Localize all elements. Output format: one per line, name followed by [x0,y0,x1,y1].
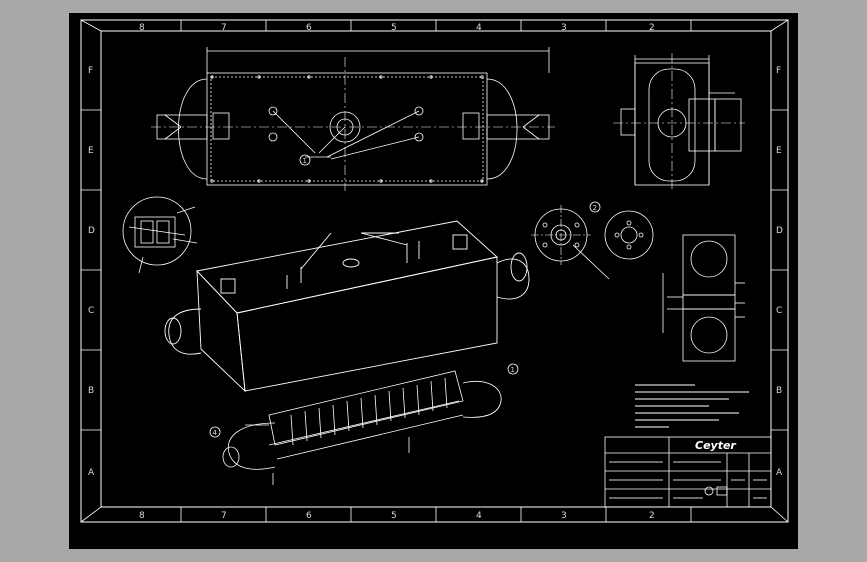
side-view [613,53,745,191]
zone-label: B [776,386,782,396]
frame-corner [770,19,789,32]
isometric-body [164,220,530,393]
zone-label: F [88,66,93,76]
right-zone-labels: F E D C B A [776,66,783,478]
zone-label: 5 [391,23,397,33]
top-zone-labels: 8 7 6 5 4 3 2 [139,23,655,33]
inner-frame [100,30,772,508]
cad-viewport[interactable]: 8 7 6 5 4 3 2 8 7 6 5 4 3 2 F E D C B A … [69,13,798,549]
frame-corner [80,506,102,523]
zone-label: A [776,468,783,478]
zone-label: E [776,146,782,156]
top-view [151,47,555,191]
zone-label: 3 [561,511,567,521]
zone-label: 5 [391,511,397,521]
left-zone-labels: F E D C B A [88,66,95,478]
zone-label: A [88,468,95,478]
zone-label: C [776,306,782,316]
technical-notes [635,384,749,428]
zone-label: B [88,386,94,396]
zone-label: D [776,226,783,236]
zone-label: 7 [221,511,227,521]
balloon-label: 1 [303,157,307,165]
detail-inset [122,196,198,274]
zone-label: 6 [306,23,312,33]
zone-label: 8 [139,511,145,521]
title-block [604,436,772,508]
balloon-marker [209,426,221,438]
zone-label: 4 [476,511,482,521]
zone-label: 8 [139,23,145,33]
frame-corner [770,506,789,523]
zone-dividers [81,20,788,522]
title-block-fields [609,461,767,499]
balloon-label: 2 [593,204,597,212]
zone-label: 4 [476,23,482,33]
frame-corner [80,19,102,32]
flange-detail-left [531,205,610,280]
balloon-label: 4 [213,429,218,437]
balloon-marker [299,154,311,166]
company-logo: Ceyter [695,439,736,452]
isometric-bundle [222,370,502,485]
outer-frame [80,19,789,523]
bottom-zone-labels: 8 7 6 5 4 3 2 [139,511,655,521]
balloon-label: 1 [511,366,515,374]
zone-label: 3 [561,23,567,33]
zone-label: D [88,226,95,236]
technical-drawing: 8 7 6 5 4 3 2 8 7 6 5 4 3 2 F E D C B A … [80,19,789,523]
flange-detail-right [604,210,654,260]
section-view [662,234,745,362]
zone-label: E [88,146,94,156]
balloon-marker [589,201,601,213]
zone-label: 6 [306,511,312,521]
zone-label: C [88,306,94,316]
zone-label: 2 [649,23,655,33]
balloon-marker [507,363,519,375]
zone-label: F [776,66,781,76]
zone-label: 2 [649,511,655,521]
zone-label: 7 [221,23,227,33]
